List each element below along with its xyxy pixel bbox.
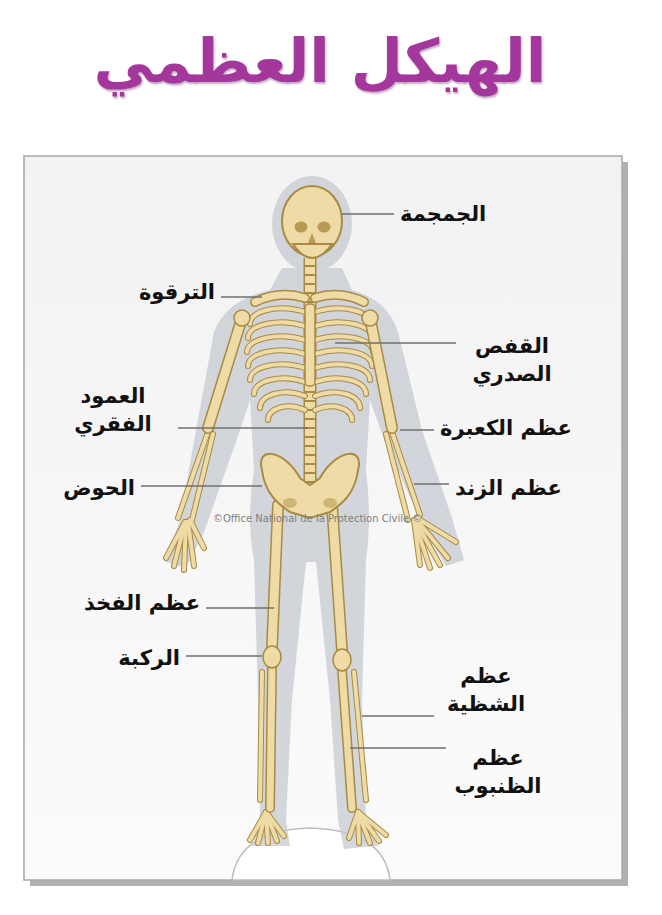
bone-shape [166, 308, 456, 843]
body-silhouette [166, 176, 464, 849]
panel [24, 156, 628, 886]
bone-shape [323, 498, 337, 508]
bone-shape [293, 244, 332, 258]
bone-label: الترقوة [139, 278, 215, 306]
bone-label: عظم الشظية [440, 662, 532, 719]
leader-line [141, 485, 262, 486]
bone-shape [208, 318, 392, 650]
bone-label: الجمجمة [400, 200, 486, 228]
bone-shape [234, 310, 250, 326]
leader-line [335, 342, 456, 343]
bone-shape [263, 646, 281, 668]
bone-shape [308, 233, 316, 243]
bone-label: الحوض [63, 474, 135, 502]
leader-line [221, 296, 262, 297]
bone-shape [295, 222, 308, 233]
leader-line [400, 429, 434, 430]
bone-shape [272, 176, 352, 272]
bone-shape [318, 222, 331, 233]
bone-shape [333, 649, 351, 671]
watermark: ©Office National de la Protection Civile… [213, 513, 422, 524]
bone-label: العمود الفقري [54, 382, 172, 439]
bone-shape [166, 268, 464, 849]
bone-label: عظم الظنبوب [452, 744, 544, 801]
leader-line [414, 483, 449, 484]
bone-label: القفص الصدري [462, 332, 562, 389]
bone-label: الركبة [118, 644, 180, 672]
leader-line [362, 715, 434, 716]
bone-shape [208, 318, 392, 650]
leader-line [342, 213, 394, 214]
bone-label: عظم الكعبرة [440, 414, 572, 442]
bone-shape [362, 310, 378, 326]
title: الهيكل العظمي [0, 22, 640, 100]
bone-shape [261, 454, 359, 518]
leader-line [350, 747, 446, 748]
leader-line [206, 607, 274, 608]
bone-shape [166, 308, 456, 843]
bone-shape [24, 156, 622, 880]
leader-line [178, 427, 308, 428]
bone-shape [305, 304, 315, 386]
bone-label: عظم الفخذ [84, 589, 200, 617]
bone-shape [283, 498, 297, 508]
bone-label: عظم الزند [455, 474, 562, 502]
leader-line [186, 655, 262, 656]
